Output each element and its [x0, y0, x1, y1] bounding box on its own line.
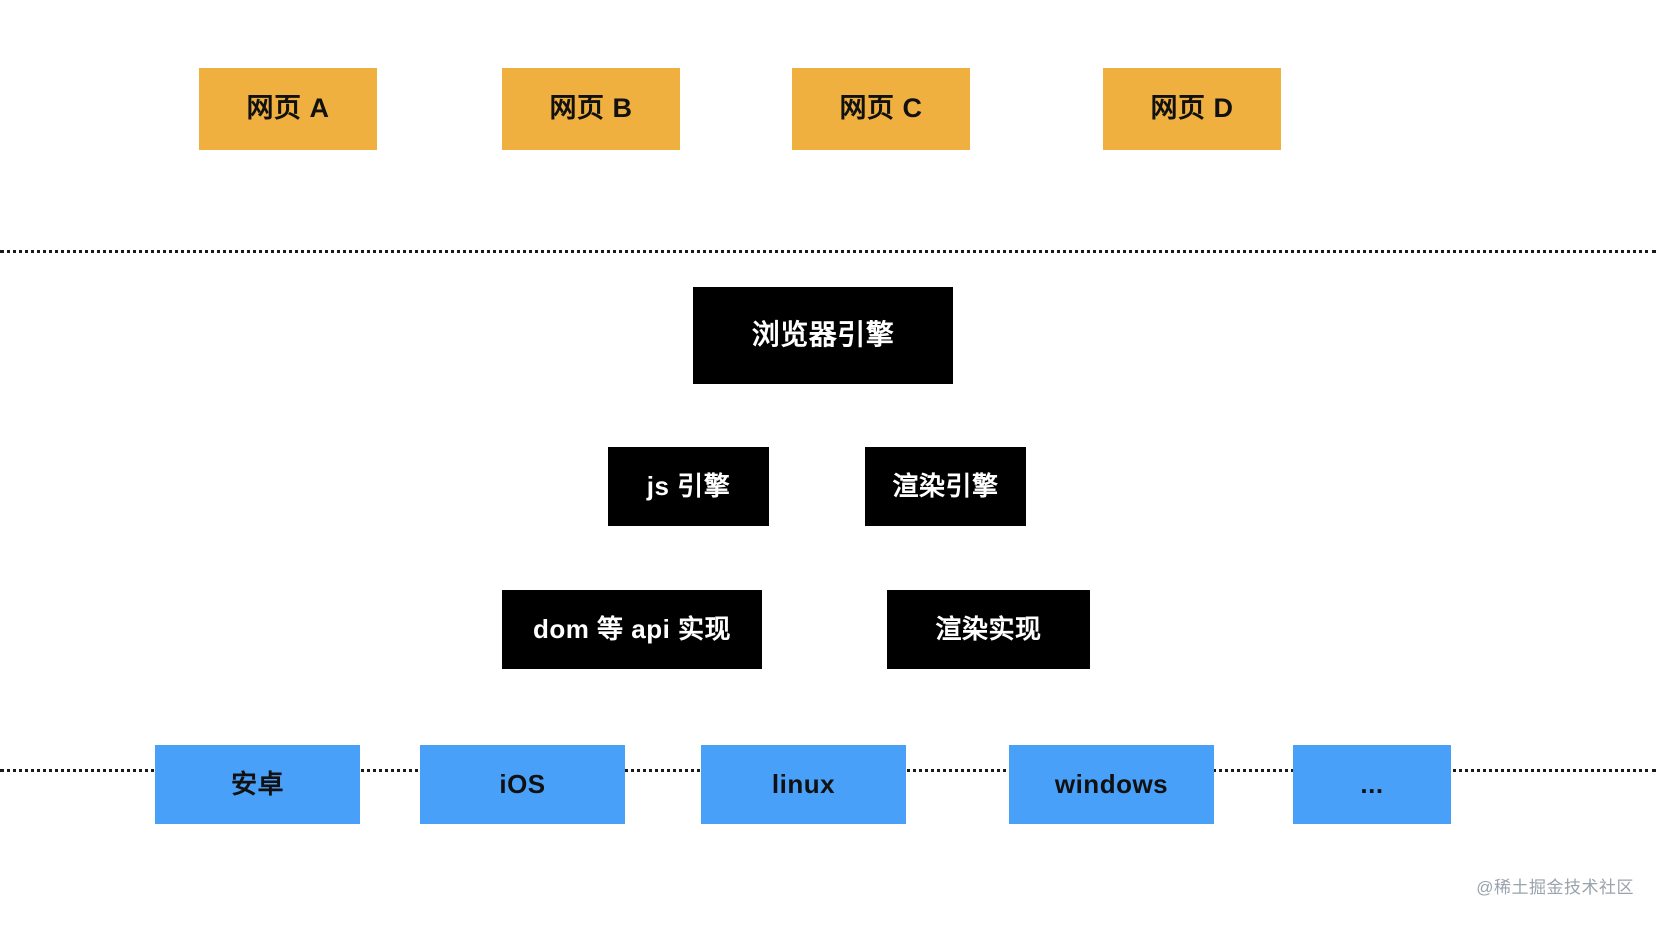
render-impl-label: 渲染实现 [935, 614, 1042, 645]
page-box-b-label: 网页 B [549, 93, 633, 124]
render-engine-label: 渲染引擎 [892, 471, 999, 502]
upper-divider [0, 250, 1656, 253]
dom-api-impl-label: dom 等 api 实现 [532, 614, 732, 645]
js-engine-label: js 引擎 [646, 471, 731, 502]
page-box-a-label: 网页 A [246, 93, 330, 124]
browser-engine-label: 浏览器引擎 [751, 319, 895, 351]
render-engine-box: 渲染引擎 [865, 447, 1026, 526]
os-box-more: ... [1293, 745, 1451, 824]
os-box-windows-label: windows [1054, 769, 1169, 800]
page-box-a: 网页 A [199, 68, 377, 150]
page-box-d-label: 网页 D [1150, 93, 1234, 124]
os-box-more-label: ... [1360, 769, 1384, 800]
os-box-linux: linux [701, 745, 906, 824]
page-box-b: 网页 B [502, 68, 680, 150]
browser-engine-box: 浏览器引擎 [693, 287, 953, 384]
os-box-ios-label: iOS [499, 769, 546, 800]
page-box-c-label: 网页 C [839, 93, 923, 124]
os-box-android: 安卓 [155, 745, 360, 824]
os-box-windows: windows [1009, 745, 1214, 824]
page-box-d: 网页 D [1103, 68, 1281, 150]
dom-api-impl-box: dom 等 api 实现 [502, 590, 762, 669]
js-engine-box: js 引擎 [608, 447, 769, 526]
os-box-android-label: 安卓 [230, 769, 284, 800]
watermark: @稀土掘金技术社区 [1476, 878, 1634, 897]
os-box-ios: iOS [420, 745, 625, 824]
os-box-linux-label: linux [771, 769, 836, 800]
render-impl-box: 渲染实现 [887, 590, 1090, 669]
page-box-c: 网页 C [792, 68, 970, 150]
